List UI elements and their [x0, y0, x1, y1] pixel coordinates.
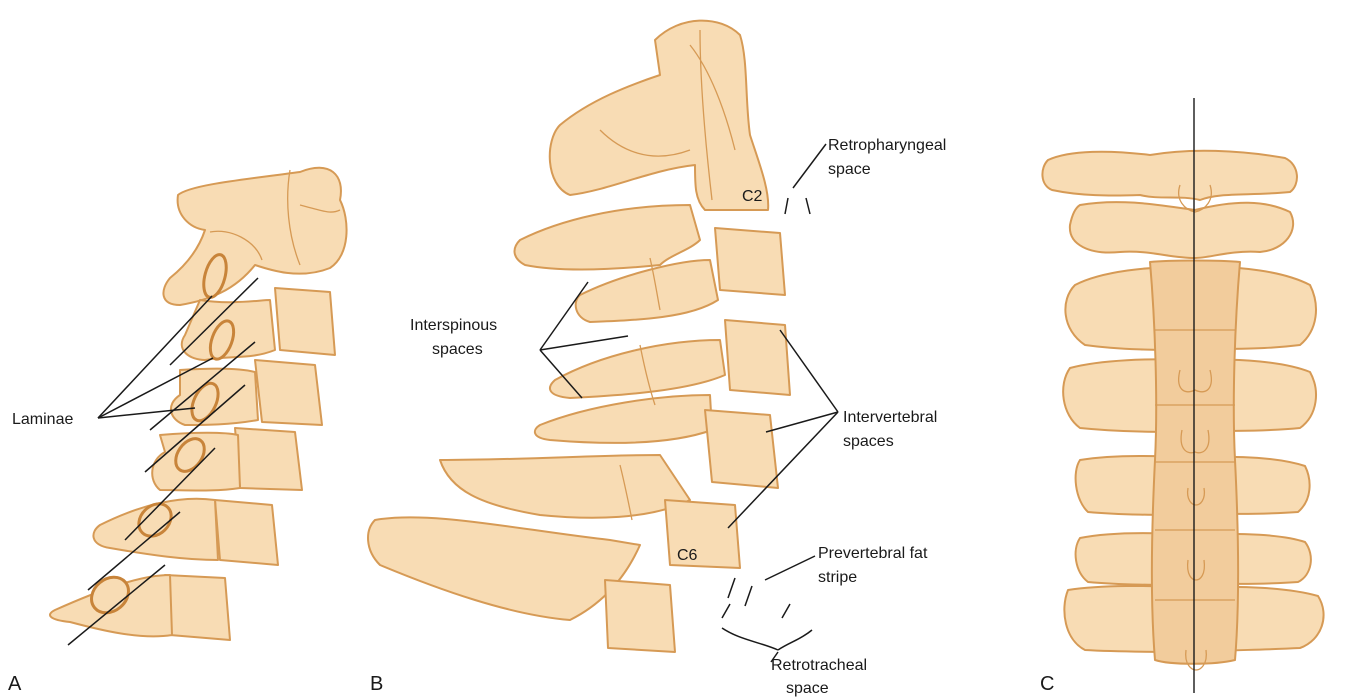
- label-retropharyngeal-line2: space: [828, 161, 871, 178]
- panel-b-letter: B: [370, 673, 383, 695]
- label-retrotracheal-line1: Retrotracheal: [771, 657, 867, 674]
- label-c2: C2: [742, 188, 763, 205]
- label-c6: C6: [677, 547, 698, 564]
- label-retrotracheal-line2: space: [786, 680, 829, 697]
- label-interspinous-line1: Interspinous: [410, 317, 497, 334]
- label-prevertebral-line1: Prevertebral fat: [818, 545, 928, 562]
- label-laminae: Laminae: [12, 411, 73, 428]
- label-intervertebral-line1: Intervertebral: [843, 409, 937, 426]
- panel-c-letter: C: [1040, 673, 1054, 695]
- panel-c-spine: [1042, 98, 1323, 693]
- panel-a-spine: [50, 168, 347, 645]
- label-retropharyngeal-line1: Retropharyngeal: [828, 137, 946, 154]
- label-intervertebral-line2: spaces: [843, 433, 894, 450]
- label-interspinous-line2: spaces: [432, 341, 483, 358]
- panel-a-letter: A: [8, 673, 22, 695]
- label-prevertebral-line2: stripe: [818, 569, 857, 586]
